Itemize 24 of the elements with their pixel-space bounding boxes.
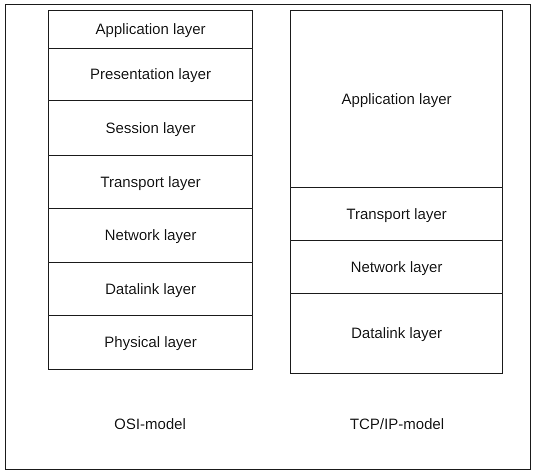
layer-box [290,293,503,374]
layer-name: Datalink layer [351,325,442,342]
layer-box [48,100,253,156]
layer-box [290,10,503,188]
layer-name: Transport layer [346,206,447,222]
layer-box [48,155,253,209]
layer-name: Application layer [341,90,452,108]
layer-box [290,240,503,294]
layer-name: Application layer [95,21,206,38]
layer-box [48,315,253,370]
layer-box [48,10,253,49]
layer-name: Network layer [104,227,196,244]
layer-box [48,262,253,316]
layer-name: Physical layer [104,334,197,351]
layer-name: Session layer [105,120,196,136]
layer-box [48,208,253,263]
model-caption: TCP/IP-model [350,416,444,433]
layer-box [48,48,253,101]
layer-box [290,187,503,241]
layer-name: Network layer [350,258,442,276]
layer-name: Transport layer [100,174,201,190]
layer-name: Datalink layer [105,280,196,298]
model-caption: OSI-model [114,416,186,433]
layer-name: Presentation layer [90,66,211,83]
